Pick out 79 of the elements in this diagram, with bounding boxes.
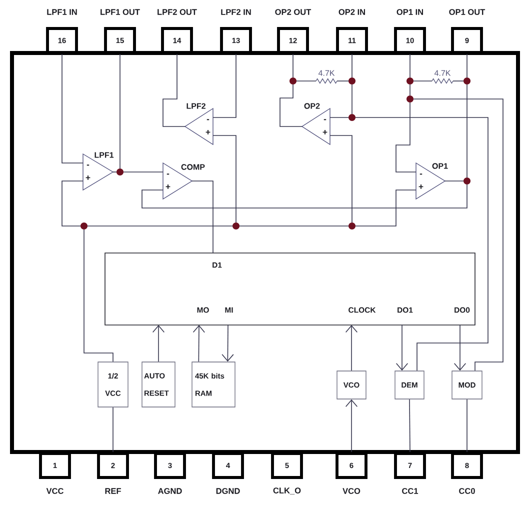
pin-label: VCC <box>46 488 64 494</box>
wire <box>84 229 114 362</box>
junction-dot <box>348 114 356 121</box>
pin-label: LPF1 OUT <box>100 9 140 15</box>
junction-dot <box>290 78 296 84</box>
wire <box>192 180 214 254</box>
pin-label: OP1 OUT <box>449 9 486 15</box>
input-sign: + <box>322 130 328 134</box>
pin-label: OP2 OUT <box>275 9 312 15</box>
pin-label: CC0 <box>459 488 475 494</box>
wire <box>336 80 349 82</box>
arrow <box>152 325 165 362</box>
op-amp-label: LPF2 <box>186 103 206 109</box>
pin-label: LPF1 IN <box>47 9 77 15</box>
wire <box>355 190 416 226</box>
input-sign: + <box>86 175 90 180</box>
arrow <box>345 325 358 372</box>
chip-outline <box>10 51 520 454</box>
wire <box>466 54 468 78</box>
junction-dot <box>348 222 356 230</box>
pin-label: LPF2 IN <box>221 9 251 15</box>
pin-label: REF <box>105 488 121 494</box>
wire <box>62 180 84 226</box>
wire <box>452 80 464 82</box>
wire <box>444 180 464 182</box>
junction-dot <box>232 222 240 230</box>
arrow <box>222 324 234 362</box>
wire <box>355 117 488 372</box>
wire <box>62 54 84 164</box>
junction-dot <box>406 96 414 102</box>
pin-label: AGND <box>158 488 182 494</box>
arrow <box>345 399 358 452</box>
resistor-value: 4.7K <box>318 70 335 76</box>
wire <box>292 54 294 78</box>
pin-label: OP1 IN <box>396 9 423 15</box>
pin-label: OP2 IN <box>338 9 365 15</box>
arrow <box>396 324 408 371</box>
wire <box>466 84 468 178</box>
junction-dot <box>348 78 356 84</box>
input-sign: - <box>324 119 326 120</box>
wire <box>212 135 236 223</box>
input-sign: + <box>166 184 170 189</box>
wire <box>330 135 352 223</box>
wire <box>280 84 302 127</box>
junction-dot <box>80 222 88 230</box>
wire <box>142 184 468 208</box>
input-sign: - <box>206 119 210 120</box>
wire <box>413 98 504 372</box>
wire <box>466 398 468 452</box>
wire <box>396 102 416 172</box>
input-sign: - <box>86 164 90 166</box>
op-amp-label: OP1 <box>432 163 448 169</box>
junction-dot <box>464 178 470 184</box>
logic-block <box>104 252 476 326</box>
junction-dot <box>464 78 470 84</box>
wire <box>409 398 410 452</box>
pin-label: CLK_O <box>273 488 301 494</box>
pin-label: DGND <box>216 488 240 494</box>
wire <box>413 80 432 82</box>
input-sign: - <box>420 174 422 175</box>
wire <box>330 117 349 118</box>
junction-dot <box>406 78 414 84</box>
op-amp-label: OP2 <box>304 103 320 109</box>
wire <box>112 406 114 452</box>
wire <box>162 54 186 127</box>
op-amp-label: LPF1 <box>94 152 114 158</box>
wire <box>212 54 236 118</box>
wire <box>296 80 316 82</box>
arrow <box>192 325 205 362</box>
junction-dot <box>116 168 124 176</box>
pin-label: VCO <box>342 488 360 494</box>
arrow <box>454 324 466 371</box>
pin-label: LPF2 OUT <box>158 9 197 15</box>
input-sign: + <box>206 130 210 134</box>
resistor-value: 4.7K <box>434 70 451 76</box>
pin-label: CC1 <box>402 488 418 494</box>
op-amp-label: COMP <box>181 164 205 170</box>
input-sign: + <box>418 184 424 189</box>
input-sign: - <box>166 174 170 175</box>
